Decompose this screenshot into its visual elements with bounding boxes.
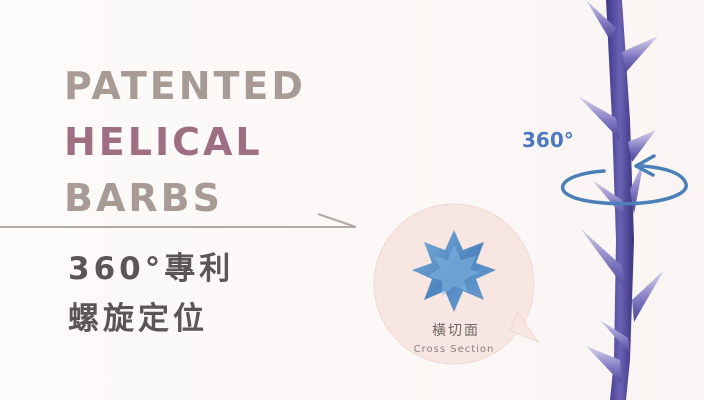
subheadline-line-2: 螺旋定位 bbox=[68, 301, 208, 337]
headline: PATENTED HELICAL BARBS bbox=[64, 58, 306, 226]
headline-line-helical: HELICAL bbox=[64, 120, 263, 164]
cross-section-label-zh: 橫切面 bbox=[432, 323, 480, 339]
subheadline-line-1: 360°專利 bbox=[68, 251, 235, 287]
helical-barb-illustration bbox=[560, 0, 688, 400]
rotation-degree-label: 360° bbox=[522, 128, 574, 152]
headline-line-patented: PATENTED bbox=[64, 64, 306, 108]
star-cross-section-icon bbox=[412, 230, 496, 312]
circular-arrow-icon bbox=[560, 164, 688, 206]
headline-line-barbs: BARBS bbox=[64, 176, 223, 220]
pointer-rule bbox=[0, 213, 357, 228]
cross-section-bubble bbox=[373, 203, 540, 365]
cross-section-label-en: Cross Section bbox=[413, 344, 495, 355]
subheadline: 360°專利 螺旋定位 bbox=[68, 244, 234, 344]
